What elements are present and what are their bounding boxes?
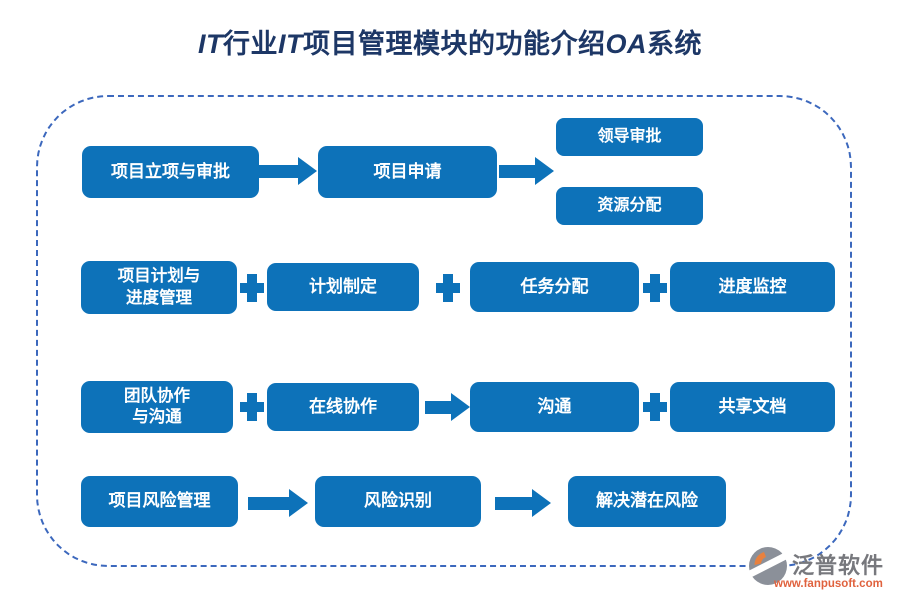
arrow-shaft: [495, 496, 532, 510]
plus-icon: [436, 274, 460, 302]
title-part-main: 项目管理模块的功能介绍: [303, 29, 606, 59]
plus-icon: [643, 393, 667, 421]
arrow-shaft: [425, 400, 451, 414]
website-url: www.fanpusoft.com: [774, 578, 883, 590]
arrow-shaft: [499, 164, 535, 178]
title-part-system: 系统: [647, 29, 702, 59]
title-part-oa: OA: [605, 29, 647, 59]
box-plan-schedule-management: 项目计划与 进度管理: [81, 261, 237, 314]
box-task-allocation: 任务分配: [470, 262, 639, 312]
brand-name: 泛普软件: [792, 553, 885, 578]
box-online-collaboration: 在线协作: [267, 383, 419, 431]
box-communication: 沟通: [470, 382, 639, 432]
arrow-right-icon: [425, 393, 470, 421]
arrow-shaft: [259, 164, 298, 178]
box-plan-formulation: 计划制定: [267, 263, 419, 311]
title-part-it2: IT: [278, 29, 303, 59]
fanpu-logo-icon: [741, 546, 795, 591]
box-project-application: 项目申请: [318, 146, 497, 198]
arrow-right-icon: [495, 489, 551, 517]
plus-icon: [643, 274, 667, 302]
title-part-it1: IT: [198, 29, 223, 59]
box-project-initiation-approval: 项目立项与审批: [82, 146, 259, 198]
page-title: IT行业IT项目管理模块的功能介绍OA系统: [0, 22, 900, 61]
box-team-collaboration-communication: 团队协作 与沟通: [81, 381, 233, 433]
arrow-head: [289, 489, 308, 517]
box-risk-identification: 风险识别: [315, 476, 481, 527]
arrow-head: [535, 157, 554, 185]
box-progress-monitoring: 进度监控: [670, 262, 835, 312]
arrow-right-icon: [259, 157, 317, 185]
plus-icon: [240, 393, 264, 421]
plus-icon: [240, 274, 264, 302]
title-part-industry: 行业: [223, 29, 278, 59]
box-resource-allocation: 资源分配: [556, 187, 703, 225]
arrow-head: [532, 489, 551, 517]
fanpu-logo: 泛普软件 www.fanpusoft.com: [741, 544, 900, 600]
box-resolve-potential-risks: 解决潜在风险: [568, 476, 726, 527]
arrow-shaft: [248, 496, 289, 510]
arrow-right-icon: [499, 157, 554, 185]
arrow-right-icon: [248, 489, 308, 517]
arrow-head: [451, 393, 470, 421]
dashed-frame: [36, 95, 852, 567]
arrow-head: [298, 157, 317, 185]
box-shared-documents: 共享文档: [670, 382, 835, 432]
box-leader-approval: 领导审批: [556, 118, 703, 156]
box-project-risk-management: 项目风险管理: [81, 476, 238, 527]
